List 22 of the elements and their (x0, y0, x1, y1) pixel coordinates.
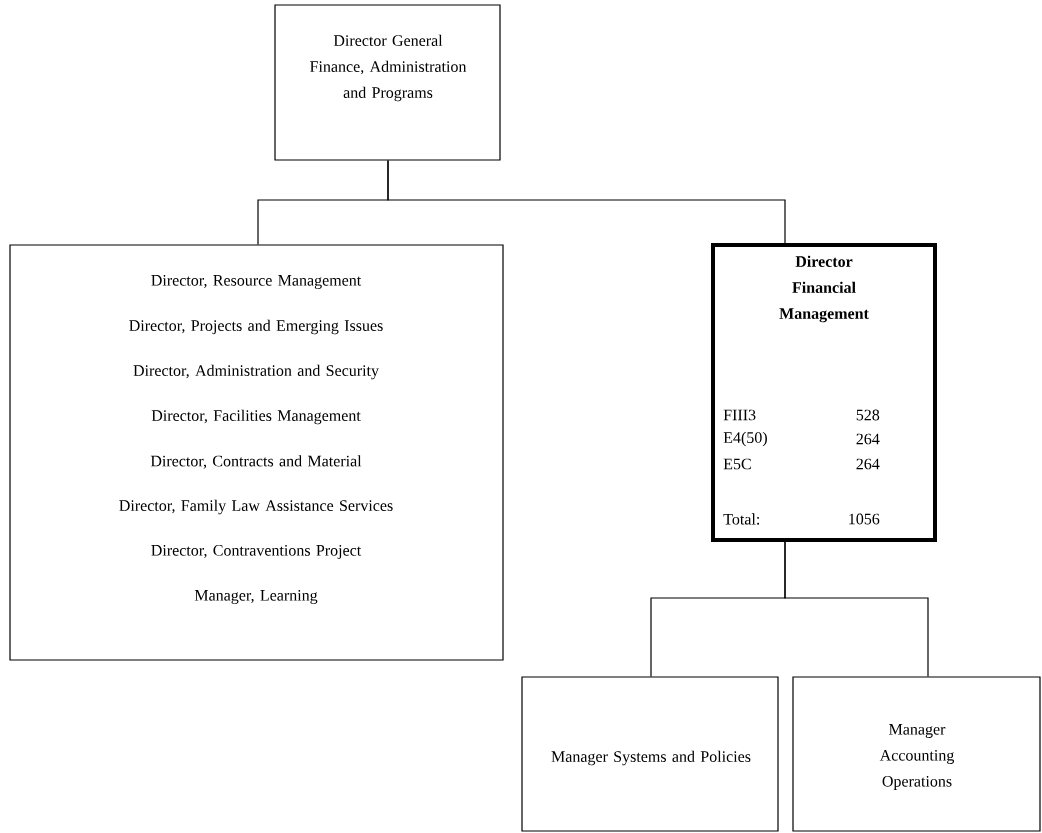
connector-line (387, 160, 786, 244)
table-cell: Total: (723, 513, 760, 525)
box-heading: Director Financial Management (779, 255, 869, 323)
box-text: Director, Contraventions Project (151, 545, 362, 559)
box-text: Director, Resource Management (151, 275, 362, 289)
connector-line (784, 541, 929, 677)
box-text: Director, Family Law Assistance Services (119, 499, 393, 515)
box-text: Director General Finance, Administration and Programs (310, 34, 467, 102)
table-cell: FIII3 (723, 409, 756, 421)
table-cell: 1056 (849, 513, 880, 525)
box-text: Director, Contracts and Material (150, 455, 362, 469)
box-text: Director, Projects and Emerging Issues (129, 319, 383, 335)
box-text: Manager Systems and Policies (551, 750, 751, 766)
box-text: Manager, Learning (194, 590, 318, 604)
box-text: Director, Facilities Management (151, 409, 361, 425)
box-text: Manager Accounting Operations (879, 724, 955, 790)
table-cell: 528 (856, 409, 880, 421)
table-cell: 264 (856, 433, 880, 445)
table-cell: 264 (856, 458, 880, 470)
box-text: Director, Administration and Security (133, 364, 379, 380)
table-cell: E4(50) (723, 431, 767, 447)
table-cell: E5C (723, 458, 751, 470)
